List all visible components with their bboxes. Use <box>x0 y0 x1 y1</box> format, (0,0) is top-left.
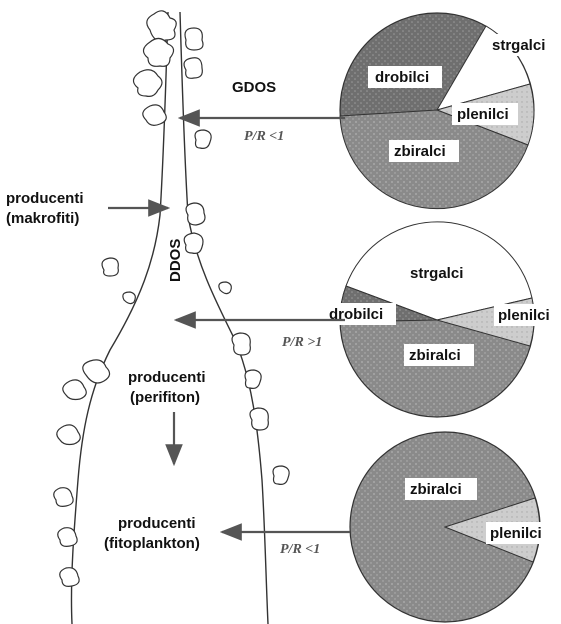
vegetation-icon <box>195 130 211 148</box>
pie-chart-lower: zbiralci plenilci <box>350 432 552 622</box>
vegetation-icon <box>186 203 205 225</box>
vegetation-icon <box>185 28 203 50</box>
pie-middle-label-plenilci: plenilci <box>498 307 550 324</box>
label-pr-middle: P/R >1 <box>282 335 322 350</box>
vegetation-icon <box>219 282 231 294</box>
pie-upper-label-zbiralci: zbiralci <box>394 143 446 160</box>
vegetation-icon <box>143 38 173 66</box>
label-producers-fitoplankton-line2: (fitoplankton) <box>104 535 200 552</box>
vegetation-icon <box>184 233 203 253</box>
vegetation-icon <box>143 105 166 125</box>
vegetation-icon <box>102 258 118 276</box>
label-producers-fitoplankton-line1: producenti <box>118 515 196 532</box>
pie-middle-label-zbiralci: zbiralci <box>409 347 461 364</box>
vegetation-icon <box>83 360 110 383</box>
pie-lower-label-zbiralci: zbiralci <box>410 481 462 498</box>
pie-chart-upper: drobilci strgalci plenilci zbiralci <box>340 13 560 209</box>
vegetation-icon <box>273 466 289 484</box>
vegetation-icon <box>133 70 162 97</box>
vegetation-icon <box>57 425 80 445</box>
pie-chart-middle: strgalci drobilci plenilci zbiralci <box>326 222 560 417</box>
vegetation-clumps <box>54 11 289 587</box>
vegetation-icon <box>184 58 202 79</box>
pie-lower-label-plenilci: plenilci <box>490 525 542 542</box>
pie-middle-label-strgalci: strgalci <box>410 265 463 282</box>
label-producers-perifiton-line2: (perifiton) <box>130 389 200 406</box>
label-ddos: DDOS <box>167 239 184 282</box>
label-producers-perifiton-line1: producenti <box>128 369 206 386</box>
label-producers-makrofiti-line2: (makrofiti) <box>6 210 79 227</box>
pie-upper-label-strgalci: strgalci <box>492 37 545 54</box>
label-pr-upper: P/R <1 <box>244 129 284 144</box>
vegetation-icon <box>123 292 135 304</box>
pie-upper-label-plenilci: plenilci <box>457 106 509 123</box>
label-producers-makrofiti-line1: producenti <box>6 190 84 207</box>
vegetation-icon <box>250 408 268 430</box>
label-gdos: GDOS <box>232 79 276 96</box>
vegetation-icon <box>63 380 86 400</box>
arrows <box>108 118 350 532</box>
left-bank <box>71 12 168 624</box>
label-pr-lower: P/R <1 <box>280 542 320 557</box>
vegetation-icon <box>60 568 79 587</box>
vegetation-icon <box>54 488 73 507</box>
vegetation-icon <box>147 11 176 41</box>
vegetation-icon <box>232 333 250 355</box>
vegetation-icon <box>245 370 261 388</box>
pie-upper-label-drobilci: drobilci <box>375 69 429 86</box>
vegetation-icon <box>58 528 77 547</box>
